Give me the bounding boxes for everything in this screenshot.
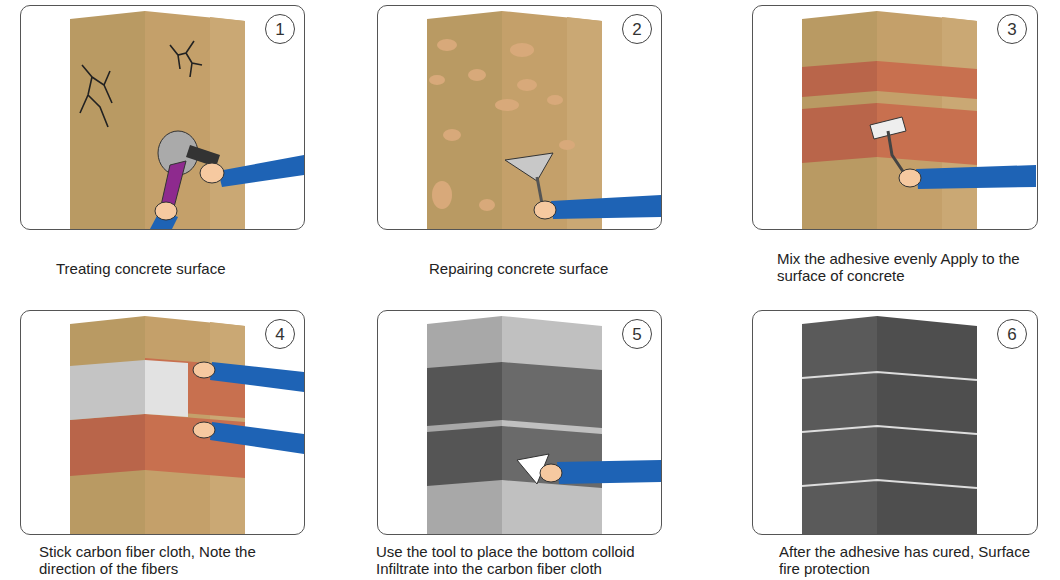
step-caption: Treating concrete surface: [56, 260, 306, 277]
step-panel: After the adhesive has cured, Surface fi…: [752, 310, 1038, 535]
roller-handle: [888, 131, 904, 173]
hand: [193, 362, 215, 378]
sleeve: [557, 460, 661, 484]
step-number: 3: [1007, 21, 1016, 38]
column-face: [427, 316, 502, 534]
step2-illustration: [427, 11, 661, 229]
sleeve: [916, 165, 1036, 189]
step-caption: Stick carbon fiber cloth, Note the direc…: [39, 543, 309, 577]
step-number-badge: 6: [997, 319, 1027, 349]
hand: [155, 202, 177, 220]
crack-lines: [80, 41, 202, 127]
adhesive-band: [802, 61, 877, 97]
fiber-band: [502, 362, 602, 428]
step-panel: Treating concrete surface1: [20, 5, 305, 230]
adhesive-band: [877, 61, 977, 99]
step6-illustration: [802, 316, 977, 534]
sleeve: [218, 155, 304, 187]
step-number-badge: 2: [622, 14, 652, 44]
fiber-band: [427, 426, 502, 486]
carbon-fiber-cloth: [145, 360, 188, 417]
column-face: [502, 316, 602, 534]
step-number-badge: 5: [622, 319, 652, 349]
adhesive-band: [145, 414, 245, 478]
hand: [200, 163, 224, 183]
adhesive-band: [802, 103, 877, 163]
band-seams: [802, 372, 977, 488]
scraper-blade: [505, 153, 553, 181]
step-number: 4: [275, 326, 284, 343]
step-number: 1: [275, 21, 284, 38]
step-panel: Repairing concrete surface2: [377, 5, 662, 230]
fiber-band: [427, 362, 502, 426]
sleeve: [210, 362, 304, 392]
step-number: 2: [632, 21, 641, 38]
step-caption: Mix the adhesive evenly Apply to the sur…: [777, 250, 1047, 284]
adhesive-band: [70, 414, 145, 476]
step1-illustration: [70, 11, 304, 229]
column-face: [802, 316, 877, 534]
sleeve: [551, 195, 661, 219]
step-caption: Use the tool to place the bottom colloid…: [376, 543, 676, 577]
concrete-column: [70, 11, 245, 229]
hand: [540, 464, 562, 482]
carbon-fiber-cloth: [70, 360, 145, 420]
sleeve: [210, 422, 304, 454]
step-panel: Use the tool to place the bottom colloid…: [377, 310, 662, 535]
step-caption: After the adhesive has cured, Surface fi…: [779, 543, 1049, 577]
step-number: 6: [1007, 326, 1016, 343]
step-number: 5: [632, 326, 641, 343]
step-caption: Repairing concrete surface: [429, 260, 679, 277]
step-panel: Stick carbon fiber cloth, Note the direc…: [20, 310, 305, 535]
concrete-column: [427, 11, 602, 229]
concrete-column: [802, 11, 977, 229]
hand: [534, 201, 556, 219]
repair-patches: [429, 39, 575, 211]
step-panel: Mix the adhesive evenly Apply to the sur…: [752, 5, 1038, 230]
step5-illustration: [427, 316, 661, 534]
step3-illustration: [802, 11, 1036, 229]
step-number-badge: 4: [265, 319, 295, 349]
column-face: [877, 316, 977, 534]
step-number-badge: 3: [997, 14, 1027, 44]
hand: [193, 422, 215, 438]
step4-illustration: [70, 316, 304, 534]
hand: [899, 169, 921, 187]
step-number-badge: 1: [265, 14, 295, 44]
